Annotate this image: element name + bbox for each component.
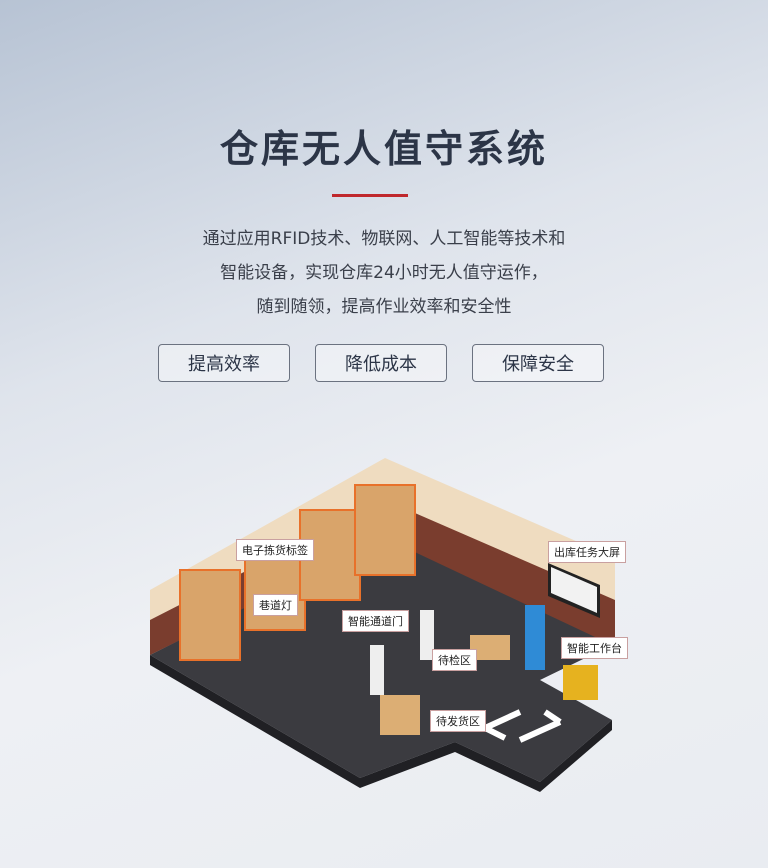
cost-button[interactable]: 降低成本: [315, 344, 447, 382]
title-divider: [332, 194, 408, 197]
forklift: [563, 665, 598, 700]
page-title: 仓库无人值守系统: [219, 127, 548, 171]
label-aisle-light: 巷道灯: [253, 594, 298, 616]
label-shipping-area: 待发货区: [430, 710, 486, 732]
smart-gate: [420, 610, 434, 660]
description-line: 智能设备，实现仓库24小时无人值守运作，: [220, 263, 548, 283]
feature-buttons: 提高效率 降低成本 保障安全: [158, 344, 604, 382]
label-task-screen: 出库任务大屏: [548, 541, 626, 563]
efficiency-button[interactable]: 提高效率: [158, 344, 290, 382]
arrow-right-icon: [518, 709, 562, 743]
description-line: 随到随领，提高作业效率和安全性: [256, 297, 512, 317]
arrow-left-icon: [483, 709, 522, 741]
label-picking-tag: 电子拣货标签: [236, 539, 314, 561]
warehouse-illustration: [150, 458, 615, 792]
back-wall-lower: [385, 500, 615, 648]
label-smart-gate: 智能通道门: [342, 610, 409, 632]
description-line: 通过应用RFID技术、物联网、人工智能等技术和: [202, 229, 566, 249]
safety-button[interactable]: 保障安全: [472, 344, 604, 382]
label-workbench: 智能工作台: [561, 637, 628, 659]
description: 通过应用RFID技术、物联网、人工智能等技术和 智能设备，实现仓库24小时无人值…: [0, 222, 768, 324]
smart-workbench: [525, 605, 545, 670]
label-inspection-area: 待检区: [432, 649, 477, 671]
